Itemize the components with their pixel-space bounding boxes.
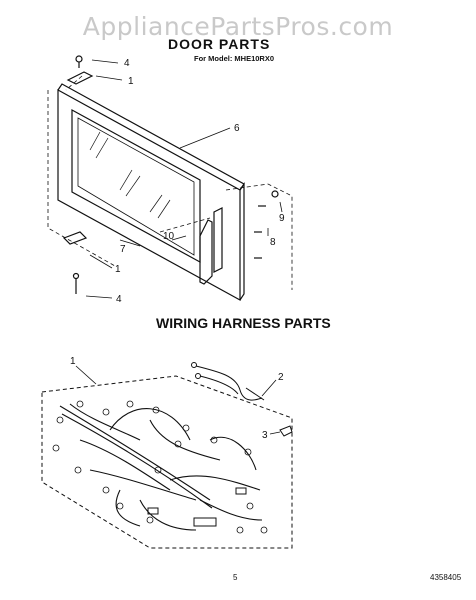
- door-callout-4-bottom: 4: [116, 294, 122, 305]
- lead-wire: [191, 362, 265, 401]
- harness-connectors: [52, 400, 268, 534]
- clip-9: [271, 190, 279, 198]
- watermark: AppliancePartsPros.com: [82, 12, 394, 41]
- door-callout-7: 7: [120, 244, 126, 255]
- glass-reflection: [89, 131, 171, 219]
- door-callout-10: 10: [163, 231, 175, 242]
- lower-hinge: [62, 231, 88, 245]
- model-line: For Model: MHE10RX0: [194, 54, 275, 63]
- wiring-callout-3: 3: [262, 430, 268, 441]
- harness-clip: [279, 425, 293, 437]
- wiring-callout-2: 2: [278, 372, 284, 383]
- wiring-callouts: 1 2 3: [70, 356, 284, 441]
- door-callouts: 4 1 6 9 8 10 7 1 4: [115, 58, 285, 305]
- wiring-harness-assembly: [41, 362, 293, 549]
- main-harness: [59, 403, 263, 531]
- door-callout-6: 6: [234, 123, 240, 134]
- door-handle: [199, 219, 213, 285]
- door-panel: [57, 88, 241, 302]
- door-parts-title: DOOR PARTS: [168, 36, 271, 52]
- door-leader-lines: [85, 59, 283, 299]
- upper-screw: [75, 55, 83, 63]
- door-callout-4-top: 4: [124, 58, 130, 69]
- door-callout-1-top: 1: [128, 76, 134, 87]
- harness-enclosure: [41, 375, 293, 549]
- wiring-harness-title: WIRING HARNESS PARTS: [156, 315, 331, 331]
- harness-block-connector: [193, 517, 217, 527]
- door-callout-8: 8: [270, 237, 276, 248]
- door-callout-1-bottom: 1: [115, 264, 121, 275]
- document-number: 4358405: [430, 573, 462, 582]
- door-callout-9: 9: [279, 213, 285, 224]
- page-number: 5: [233, 573, 238, 582]
- wiring-callout-1: 1: [70, 356, 76, 367]
- upper-hinge: [66, 71, 94, 85]
- door-assembly: [47, 55, 293, 302]
- wiring-leader-lines: [75, 365, 281, 435]
